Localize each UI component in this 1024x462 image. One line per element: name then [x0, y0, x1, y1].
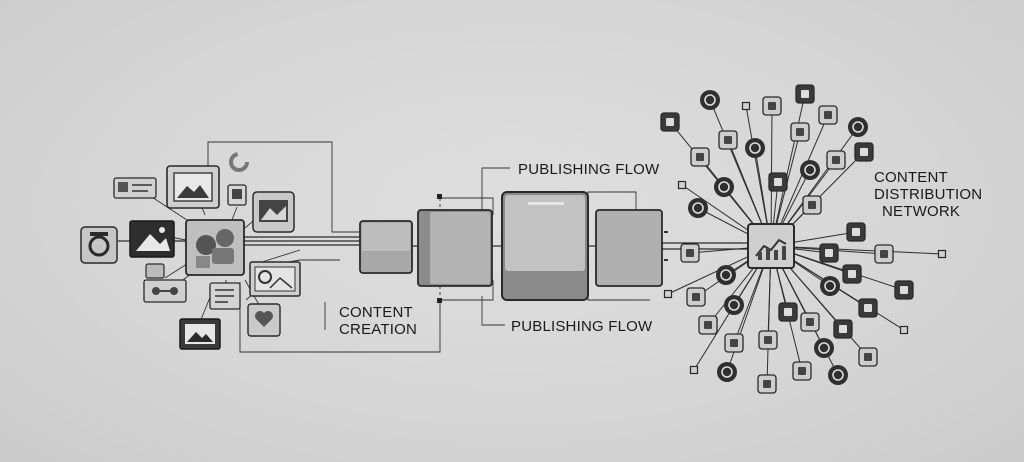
heart-icon — [255, 311, 273, 327]
picture-icon — [258, 270, 272, 284]
distribution-label-line1: CONTENT — [874, 169, 948, 186]
platform-icon — [846, 222, 866, 242]
channel-icon — [716, 265, 736, 285]
connector — [261, 249, 301, 263]
platform-icon — [818, 105, 838, 125]
layers-tile — [227, 184, 247, 206]
publishing-flow-label-bottom: PUBLISHING FLOW — [511, 318, 653, 335]
channel-icon — [700, 90, 720, 110]
camera-icon — [88, 235, 110, 257]
landscape-tile — [252, 191, 295, 233]
picture-tile — [249, 261, 301, 297]
creation-top-loop — [207, 141, 360, 233]
media-collage-tile — [185, 219, 245, 276]
endpoint-node — [937, 249, 947, 259]
flow-bracket — [440, 280, 494, 301]
platform-icon — [660, 112, 680, 132]
publishing-flow-label-top: PUBLISHING FLOW — [518, 161, 660, 178]
publishing-flow-group — [359, 167, 748, 326]
output-block — [595, 209, 663, 287]
channel-icon — [714, 177, 734, 197]
flow-bracket — [587, 288, 650, 301]
refresh-icon — [229, 152, 249, 172]
distribution-label-line3: NETWORK — [882, 203, 960, 220]
platform-icon — [690, 147, 710, 167]
layers-icon — [232, 189, 242, 199]
platform-icon — [842, 264, 862, 284]
profile-card-tile — [113, 177, 157, 199]
platform-icon — [894, 280, 914, 300]
chart-icon — [755, 238, 787, 257]
image-source-tile-dark — [129, 220, 175, 258]
platform-icon — [762, 96, 782, 116]
image-icon — [177, 185, 209, 198]
content-creation-label-line1: CONTENT — [339, 304, 413, 321]
distribution-spoke — [770, 93, 806, 247]
platform-icon — [802, 195, 822, 215]
platform-icon — [724, 333, 744, 353]
platform-icon — [757, 374, 777, 394]
platform-icon — [833, 319, 853, 339]
platform-icon — [854, 142, 874, 162]
content-creation-label-line2: CREATION — [339, 321, 417, 338]
flow-bracket — [440, 197, 494, 215]
shapes-icon — [196, 235, 216, 255]
channel-icon — [828, 365, 848, 385]
channel-icon — [717, 362, 737, 382]
distribution-label-line2: DISTRIBUTION — [874, 186, 982, 203]
platform-icon — [790, 122, 810, 142]
platform-icon — [858, 347, 878, 367]
platform-icon — [698, 315, 718, 335]
platform-icon — [792, 361, 812, 381]
camera-source-tile — [80, 226, 118, 264]
landscape-icon — [261, 206, 286, 220]
channel-icon — [814, 338, 834, 358]
channel-icon — [800, 160, 820, 180]
distribution-nodes — [660, 84, 947, 394]
channel-icon — [745, 138, 765, 158]
platform-icon — [819, 243, 839, 263]
endpoint-node — [899, 325, 909, 335]
distribution-spoke — [770, 245, 943, 255]
endpoint-node — [741, 101, 751, 111]
platform-icon — [680, 243, 700, 263]
document-tile — [209, 282, 241, 310]
distribution-hub — [747, 223, 795, 269]
platform-icon — [778, 302, 798, 322]
platform-icon — [800, 312, 820, 332]
platform-icon — [686, 287, 706, 307]
endpoint-node — [677, 180, 687, 190]
endpoint-node — [689, 365, 699, 375]
loading-ring — [229, 152, 249, 172]
framed-image-tile — [166, 165, 220, 209]
channel-icon — [688, 198, 708, 218]
image-icon — [187, 332, 213, 342]
content-creation-group — [80, 141, 441, 353]
channel-icon — [820, 276, 840, 296]
platform-icon — [858, 298, 878, 318]
image-icon — [136, 234, 170, 251]
platform-icon — [758, 330, 778, 350]
platform-icon — [718, 130, 738, 150]
channel-icon — [724, 295, 744, 315]
channel-icon — [848, 117, 868, 137]
gallery-tile — [143, 263, 187, 303]
platform-icon — [874, 244, 894, 264]
flow-bracket-bottom — [481, 296, 505, 326]
platform-icon — [795, 84, 815, 104]
platform-icon — [768, 172, 788, 192]
heart-tile — [247, 303, 281, 337]
profile-card-icon — [118, 182, 128, 192]
creation-bottom-loop — [239, 282, 441, 353]
image-tile-bottom — [179, 318, 221, 350]
connector — [231, 206, 238, 221]
platform-icon — [826, 150, 846, 170]
endpoint-node — [663, 289, 673, 299]
